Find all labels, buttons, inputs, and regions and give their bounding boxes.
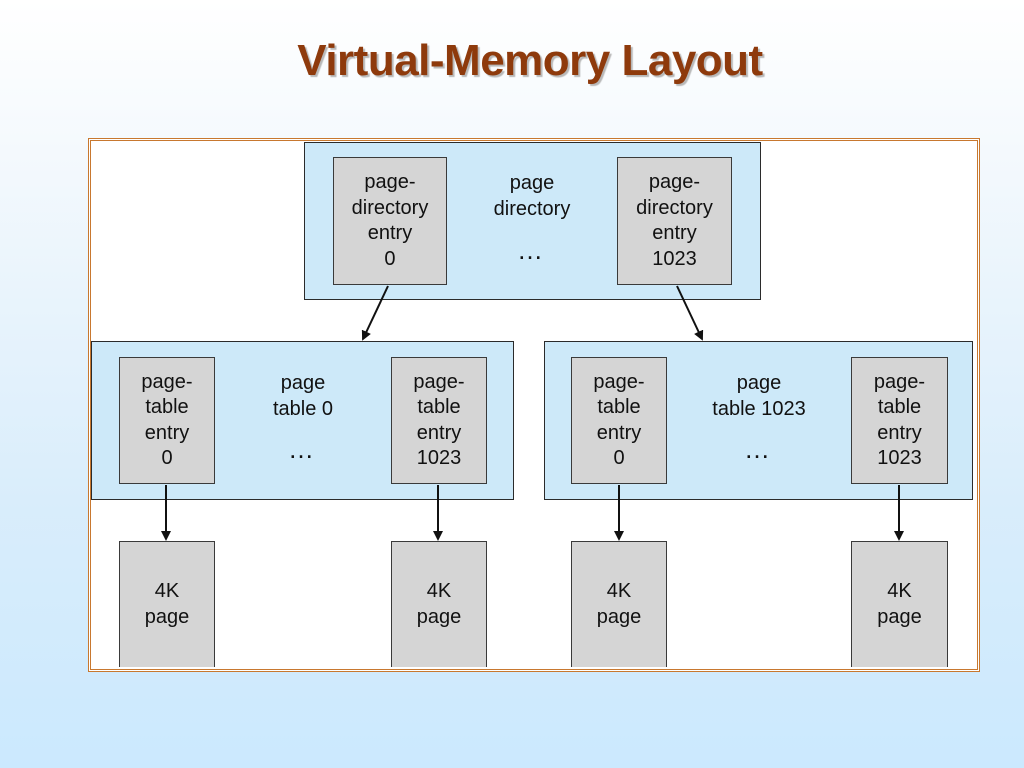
- page-directory-entry-1023: page- directory entry 1023: [617, 157, 732, 285]
- page-table-1023-entry-0: page- table entry 0: [571, 357, 667, 484]
- slide-title: Virtual-Memory Layout: [297, 36, 763, 85]
- page-directory-ellipsis: …: [517, 235, 547, 265]
- page-table-1023-label: page table 1023: [712, 372, 806, 420]
- page-table-0-entry-1023: page- table entry 1023: [391, 357, 487, 484]
- page-table-0-label: page table 0: [272, 372, 334, 420]
- page-table-1023-entry-1023: page- table entry 1023: [851, 357, 948, 484]
- page-directory-entry-0: page- directory entry 0: [333, 157, 447, 285]
- page-table-0-entry-0: page- table entry 0: [119, 357, 215, 484]
- page-table-0-ellipsis: …: [288, 434, 318, 464]
- page-table-1023-ellipsis: …: [744, 434, 774, 464]
- page-directory-label: page directory: [493, 172, 571, 220]
